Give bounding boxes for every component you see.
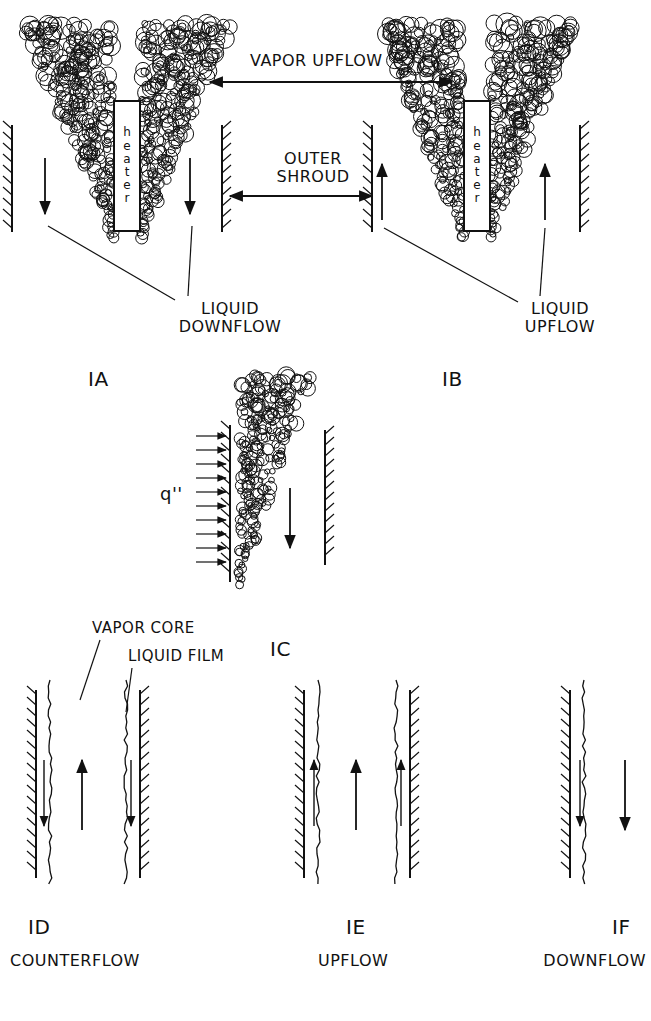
- regime-name: COUNTERFLOW: [10, 952, 140, 970]
- figure-id: IC: [270, 638, 291, 661]
- flow-label: VAPOR UPFLOW: [250, 52, 383, 70]
- region-label: VAPOR CORE: [92, 620, 195, 637]
- heater-label: heater: [471, 126, 483, 205]
- figure-id: IE: [346, 916, 366, 939]
- heat-flux-symbol: q'': [160, 484, 183, 505]
- heater-rod: heater: [463, 100, 491, 232]
- heater-label: heater: [121, 126, 133, 205]
- flow-label: LIQUID DOWNFLOW: [165, 300, 295, 337]
- heater-rod: heater: [113, 100, 141, 232]
- figure-id: IA: [88, 368, 109, 391]
- regime-name: DOWNFLOW: [543, 952, 646, 970]
- regime-name: UPFLOW: [318, 952, 388, 970]
- figure-id: IF: [612, 916, 630, 939]
- flow-label: OUTER SHROUD: [258, 150, 368, 187]
- flow-label: LIQUID UPFLOW: [505, 300, 615, 337]
- figure-id: IB: [442, 368, 463, 391]
- region-label: LIQUID FILM: [128, 648, 224, 665]
- figure-id: ID: [28, 916, 50, 939]
